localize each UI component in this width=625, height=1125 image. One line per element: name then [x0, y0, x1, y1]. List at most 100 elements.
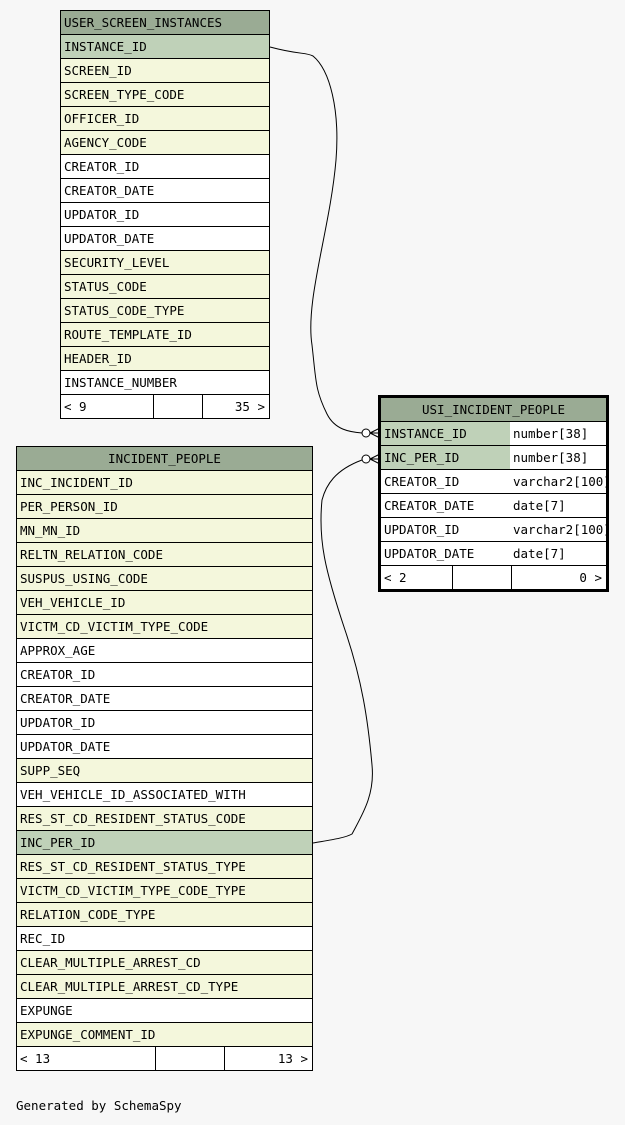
column-name: CREATOR_DATE	[20, 691, 111, 706]
column-name: RELATION_CODE_TYPE	[20, 907, 156, 922]
column-row-inc-incident-id[interactable]: INC_INCIDENT_ID	[17, 471, 312, 494]
column-row-rec-id[interactable]: REC_ID	[17, 927, 312, 950]
column-row-header-id[interactable]: HEADER_ID	[61, 347, 269, 370]
column-row-clear-multiple-arrest-cd[interactable]: CLEAR_MULTIPLE_ARREST_CD	[17, 951, 312, 974]
column-name: CLEAR_MULTIPLE_ARREST_CD	[20, 955, 201, 970]
column-row-approx-age[interactable]: APPROX_AGE	[17, 639, 312, 662]
table-title: INCIDENT_PEOPLE	[108, 451, 221, 466]
column-name: STATUS_CODE_TYPE	[64, 303, 185, 318]
column-name: MN_MN_ID	[20, 523, 81, 538]
column-row-inc-per-id[interactable]: INC_PER_ID	[17, 831, 312, 854]
column-name: REC_ID	[20, 931, 66, 946]
column-name: INSTANCE_ID	[64, 39, 147, 54]
table-title: USI_INCIDENT_PEOPLE	[422, 402, 565, 417]
column-row-screen-id[interactable]: SCREEN_ID	[61, 59, 269, 82]
column-row-victm-cd-victim-type-code[interactable]: VICTM_CD_VICTIM_TYPE_CODE	[17, 615, 312, 638]
footer-spacer	[154, 395, 202, 418]
column-row-creator-date[interactable]: CREATOR_DATE	[61, 179, 269, 202]
column-row-updator-date[interactable]: UPDATOR_DATE	[17, 735, 312, 758]
column-name: UPDATOR_ID	[20, 715, 96, 730]
column-row-clear-multiple-arrest-cd-type[interactable]: CLEAR_MULTIPLE_ARREST_CD_TYPE	[17, 975, 312, 998]
column-row-officer-id[interactable]: OFFICER_ID	[61, 107, 269, 130]
column-row-relation-code-type[interactable]: RELATION_CODE_TYPE	[17, 903, 312, 926]
table-title-row[interactable]: USI_INCIDENT_PEOPLE	[381, 398, 606, 421]
column-row-status-code-type[interactable]: STATUS_CODE_TYPE	[61, 299, 269, 322]
column-row-reltn-relation-code[interactable]: RELTN_RELATION_CODE	[17, 543, 312, 566]
table-title-row[interactable]: USER_SCREEN_INSTANCES	[61, 11, 269, 34]
column-row-suspus-using-code[interactable]: SUSPUS_USING_CODE	[17, 567, 312, 590]
column-row-veh-vehicle-id-associated-with[interactable]: VEH_VEHICLE_ID_ASSOCIATED_WITH	[17, 783, 312, 806]
column-name: UPDATOR_DATE	[20, 739, 111, 754]
column-row-creator-id[interactable]: CREATOR_ID	[17, 663, 312, 686]
table-title-row[interactable]: INCIDENT_PEOPLE	[17, 447, 312, 470]
column-row-mn-mn-id[interactable]: MN_MN_ID	[17, 519, 312, 542]
column-row-agency-code[interactable]: AGENCY_CODE	[61, 131, 269, 154]
column-name: VEH_VEHICLE_ID	[20, 595, 126, 610]
column-name: INSTANCE_NUMBER	[64, 375, 177, 390]
column-row-expunge-comment-id[interactable]: EXPUNGE_COMMENT_ID	[17, 1023, 312, 1046]
relationship-line-inc-per-id	[312, 459, 373, 844]
footer-parent-count: < 9	[61, 395, 153, 418]
column-row-per-person-id[interactable]: PER_PERSON_ID	[17, 495, 312, 518]
column-row-supp-seq[interactable]: SUPP_SEQ	[17, 759, 312, 782]
column-row-creator-id[interactable]: CREATOR_ID	[61, 155, 269, 178]
footer-spacer	[453, 566, 511, 589]
table-incident-people[interactable]: INCIDENT_PEOPLE INC_INCIDENT_ID PER_PERSON…	[16, 446, 313, 1071]
column-name: ROUTE_TEMPLATE_ID	[64, 327, 192, 342]
column-row-creator-date[interactable]: CREATOR_DATE	[17, 687, 312, 710]
table-title: USER_SCREEN_INSTANCES	[64, 15, 223, 30]
footer-child-count: 0 >	[512, 566, 606, 589]
column-row-res-st-cd-resident-status-type[interactable]: RES_ST_CD_RESIDENT_STATUS_TYPE	[17, 855, 312, 878]
column-row-instance-number[interactable]: INSTANCE_NUMBER	[61, 371, 269, 394]
column-name: RES_ST_CD_RESIDENT_STATUS_TYPE	[20, 859, 246, 874]
column-name: SCREEN_ID	[64, 63, 132, 78]
column-name: UPDATOR_ID	[64, 207, 140, 222]
column-name: STATUS_CODE	[64, 279, 147, 294]
column-name: CREATOR_ID	[64, 159, 140, 174]
column-type: date[7]	[510, 542, 606, 565]
column-name: CREATOR_DATE	[64, 183, 155, 198]
column-name: APPROX_AGE	[20, 643, 96, 658]
column-name: SUSPUS_USING_CODE	[20, 571, 148, 586]
column-row-veh-vehicle-id[interactable]: VEH_VEHICLE_ID	[17, 591, 312, 614]
column-row-instance-id[interactable]: INSTANCE_ID	[61, 35, 269, 58]
column-name: CLEAR_MULTIPLE_ARREST_CD_TYPE	[20, 979, 239, 994]
column-name: INC_INCIDENT_ID	[20, 475, 133, 490]
column-row-status-code[interactable]: STATUS_CODE	[61, 275, 269, 298]
column-row-route-template-id[interactable]: ROUTE_TEMPLATE_ID	[61, 323, 269, 346]
footer-child-count: 35 >	[203, 395, 269, 418]
column-row-expunge[interactable]: EXPUNGE	[17, 999, 312, 1022]
column-name: EXPUNGE_COMMENT_ID	[20, 1027, 156, 1042]
column-row-updator-id[interactable]: UPDATOR_ID	[17, 711, 312, 734]
column-name: HEADER_ID	[64, 351, 132, 366]
column-type: date[7]	[510, 494, 606, 517]
column-row-res-st-cd-resident-status-code[interactable]: RES_ST_CD_RESIDENT_STATUS_CODE	[17, 807, 312, 830]
column-name: UPDATOR_ID	[384, 522, 460, 537]
column-name: RELTN_RELATION_CODE	[20, 547, 163, 562]
column-row-victm-cd-victim-type-code-type[interactable]: VICTM_CD_VICTIM_TYPE_CODE_TYPE	[17, 879, 312, 902]
column-row-updator-date[interactable]: UPDATOR_DATE	[61, 227, 269, 250]
column-type: varchar2[100]	[510, 470, 606, 493]
column-name: INC_PER_ID	[384, 450, 460, 465]
table-user-screen-instances[interactable]: USER_SCREEN_INSTANCES INSTANCE_ID SCREEN_I…	[60, 10, 270, 419]
column-row-security-level[interactable]: SECURITY_LEVEL	[61, 251, 269, 274]
column-name: SCREEN_TYPE_CODE	[64, 87, 185, 102]
column-name: VICTM_CD_VICTIM_TYPE_CODE	[20, 619, 209, 634]
column-name: INC_PER_ID	[20, 835, 96, 850]
column-row-screen-type-code[interactable]: SCREEN_TYPE_CODE	[61, 83, 269, 106]
relationship-end-marker-instance-id	[361, 427, 381, 439]
table-footer-row[interactable]: < 9 35 >	[61, 395, 269, 418]
column-name: OFFICER_ID	[64, 111, 140, 126]
column-name: SUPP_SEQ	[20, 763, 81, 778]
column-row-updator-id[interactable]: UPDATOR_ID	[61, 203, 269, 226]
column-name: VEH_VEHICLE_ID_ASSOCIATED_WITH	[20, 787, 246, 802]
